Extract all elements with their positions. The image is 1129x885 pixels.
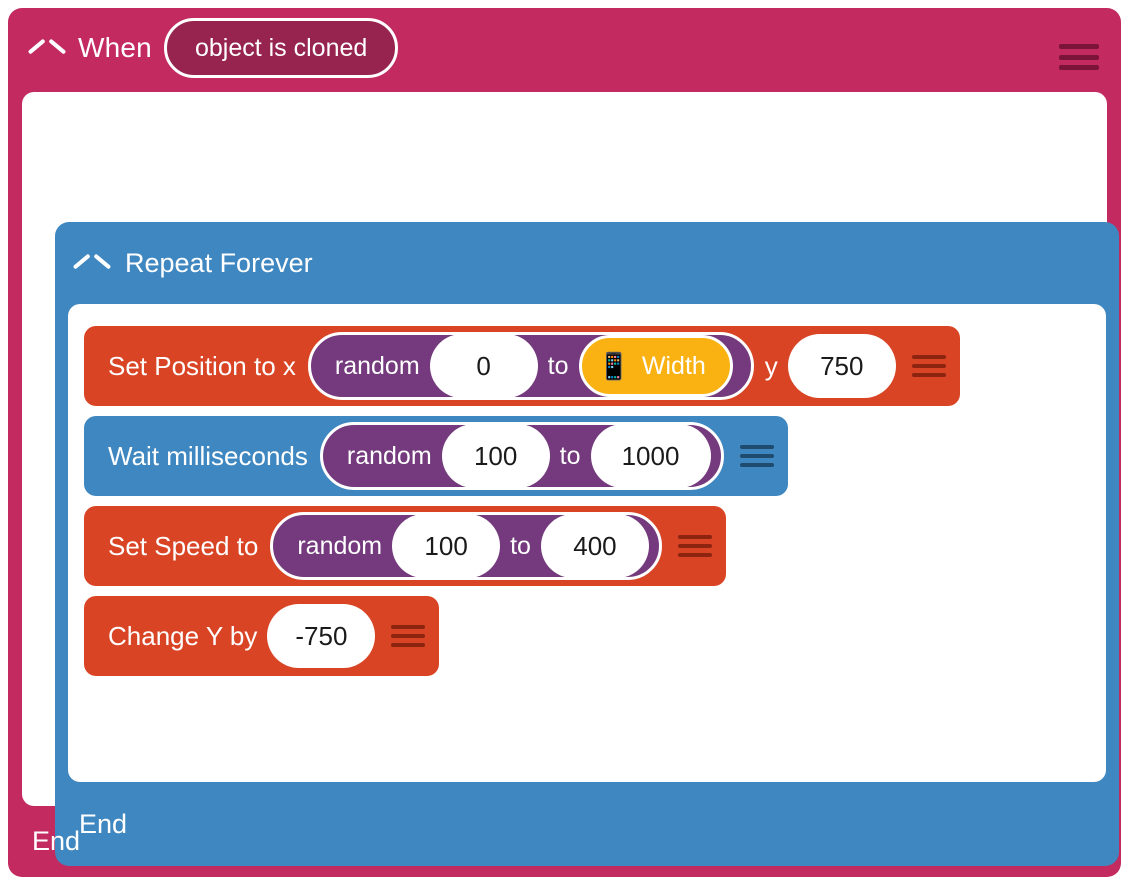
random-min-input[interactable]: 100 (392, 514, 501, 578)
hamburger-bar (1059, 54, 1099, 60)
loop-block-body: Set Position to x random 0 to 📱 Width (68, 304, 1106, 782)
random-to-label: to (559, 441, 581, 470)
statement-menu-icon[interactable] (911, 355, 946, 377)
loop-block-title: Repeat Forever (125, 247, 313, 278)
screen-width-label: Width (641, 351, 706, 380)
loop-block-header[interactable]: Repeat Forever (55, 222, 1119, 304)
event-trigger-dropdown[interactable]: object is cloned (163, 18, 399, 78)
statement-set-speed[interactable]: Set Speed to random 100 to 400 (84, 506, 726, 586)
hamburger-bar (677, 535, 712, 539)
statement-menu-icon[interactable] (739, 445, 774, 467)
random-max-input[interactable]: 1000 (590, 424, 711, 488)
random-min-input[interactable]: 0 (429, 334, 538, 398)
hamburger-bar (391, 634, 426, 638)
random-to-label: to (547, 351, 569, 380)
hamburger-bar (739, 445, 774, 449)
statement-wait-milliseconds[interactable]: Wait milliseconds random 100 to 1000 (84, 416, 788, 496)
event-block-footer-end: End (32, 826, 81, 856)
hamburger-bar (391, 625, 426, 629)
event-block-header[interactable]: When object is cloned (8, 8, 1121, 88)
event-keyword-label: When (78, 32, 152, 63)
random-keyword-label: random (346, 441, 432, 470)
statement-change-y[interactable]: Change Y by -750 (84, 596, 440, 676)
chevron-up-icon[interactable] (30, 31, 64, 65)
statement-row: Change Y by -750 (84, 596, 1106, 686)
mobile-device-icon: 📱 (597, 351, 630, 381)
hamburger-bar (677, 544, 712, 548)
hamburger-bar (739, 463, 774, 467)
statement-row: Set Speed to random 100 to 400 (84, 506, 1106, 596)
hamburger-bar (391, 643, 426, 647)
random-max-input[interactable]: 400 (540, 514, 649, 578)
hamburger-bar (739, 454, 774, 458)
change-y-value-input[interactable]: -750 (267, 604, 376, 668)
random-keyword-label: random (334, 351, 420, 380)
hamburger-bar (677, 553, 712, 557)
reporter-screen-width[interactable]: 📱 Width (578, 335, 733, 397)
statement-menu-icon[interactable] (677, 535, 712, 557)
hamburger-bar (911, 373, 946, 377)
reporter-random-range[interactable]: random 0 to 📱 Width (307, 332, 754, 400)
reporter-random-range[interactable]: random 100 to 400 (270, 512, 662, 580)
event-block-when-cloned[interactable]: When object is cloned Repeat Forever (8, 8, 1121, 877)
loop-block-repeat-forever[interactable]: Repeat Forever Set Position to x rando (55, 222, 1119, 866)
reporter-random-range[interactable]: random 100 to 1000 (319, 422, 724, 490)
statement-label: Wait milliseconds (108, 440, 308, 471)
hamburger-bar (911, 364, 946, 368)
random-keyword-label: random (297, 531, 383, 560)
event-block-menu-icon[interactable] (1059, 44, 1099, 70)
statement-row: Wait milliseconds random 100 to 1000 (84, 416, 1106, 506)
statement-label: Set Speed to (108, 530, 259, 561)
statement-set-position[interactable]: Set Position to x random 0 to 📱 Width (84, 326, 960, 406)
random-to-label: to (510, 531, 531, 560)
statement-label: Change Y by (108, 620, 258, 651)
loop-block-footer-end: End (79, 808, 128, 839)
chevron-up-icon[interactable] (75, 246, 109, 280)
random-min-input[interactable]: 100 (441, 424, 550, 488)
statement-y-label: y (764, 350, 778, 381)
hamburger-bar (1059, 65, 1099, 70)
statement-menu-icon[interactable] (391, 625, 426, 647)
statement-label: Set Position to x (108, 350, 296, 381)
statement-row: Set Position to x random 0 to 📱 Width (84, 326, 1106, 416)
y-value-input[interactable]: 750 (787, 334, 896, 398)
hamburger-bar (1059, 44, 1099, 49)
hamburger-bar (911, 355, 946, 359)
event-block-body: Repeat Forever Set Position to x rando (22, 92, 1119, 866)
